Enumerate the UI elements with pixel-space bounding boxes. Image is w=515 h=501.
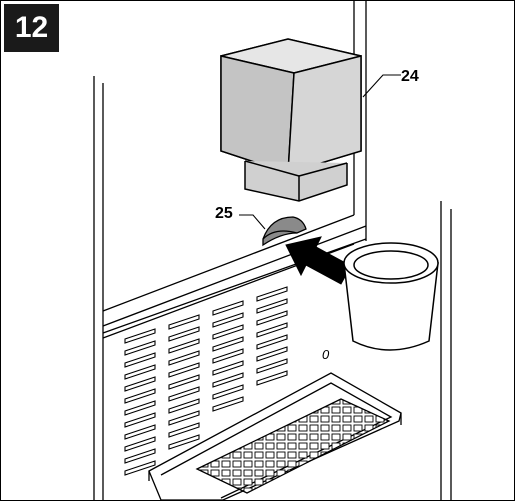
cup-icon (343, 242, 439, 351)
step-number: 12 (14, 11, 49, 44)
vent-grille (124, 286, 288, 476)
callout-24: 24 (401, 68, 419, 85)
step-number-badge: 12 (4, 4, 59, 52)
dispenser-unit (220, 38, 362, 202)
drip-tray (148, 372, 402, 500)
push-arrow-icon (285, 236, 352, 285)
side-mark: 0 (322, 347, 330, 362)
callout-25: 25 (215, 205, 233, 222)
callout-leaders (239, 74, 401, 230)
lever (262, 216, 307, 247)
